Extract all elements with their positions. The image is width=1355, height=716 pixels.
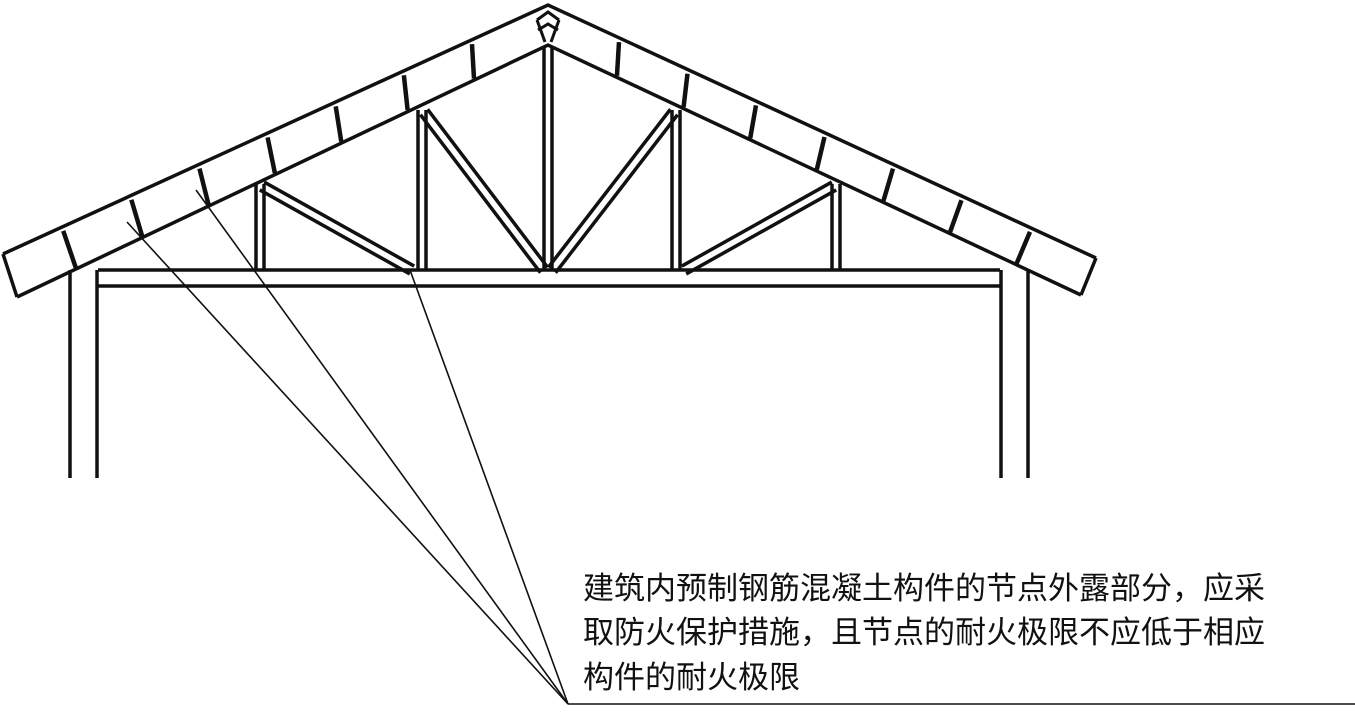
columns [68,270,1030,478]
truss-diagonal [685,188,838,276]
bottom-chord [98,268,1000,288]
slab-joint-left [469,43,477,79]
slab-joint-right [747,105,759,139]
truss-web-members [254,48,842,276]
slab-joint-left [61,230,78,269]
annotation-note: 建筑内预制钢筋混凝土构件的节点外露部分，应采 取防火保护措施，且节点的耐火极限不… [583,571,1265,696]
leader-lines [126,189,1355,705]
leader-line-3 [409,269,569,705]
truss-diagonal [554,113,679,274]
roof-slab-right-end [1079,257,1098,296]
note-line-3: 构件的耐火极限 [583,660,800,696]
truss-diagonal [547,108,672,269]
slab-joint-right [947,199,964,233]
roof-slab-bottom-edge [16,43,1082,299]
slab-joint-left [265,137,278,174]
slab-joint-left [197,168,211,206]
slab-joint-left [401,74,410,111]
slab-joint-right [1014,231,1033,265]
slab-joints [61,42,1033,269]
leader-line-1 [126,221,569,705]
truss-diagonal [263,180,416,268]
slab-joint-right [814,136,827,171]
roof-slab-left-end [1,253,19,298]
roof-slab-top-edge [2,3,1097,260]
roof-slab [1,3,1098,299]
slab-joint-right [881,168,896,202]
slab-joint-left [129,199,145,237]
truss-diagonal [680,180,833,268]
truss-diagonal [419,113,542,274]
ridge-node [535,10,561,43]
note-line-2: 取防火保护措施，且节点的耐火极限不应低于相应 [583,615,1265,651]
truss-diagonal [258,188,411,276]
leader-line-2 [195,189,569,705]
slab-joint-left [333,106,344,142]
slab-joint-right [614,42,622,76]
note-line-1: 建筑内预制钢筋混凝土构件的节点外露部分，应采 [583,571,1265,607]
truss-diagonal [426,108,549,269]
slab-joint-right [681,73,690,108]
